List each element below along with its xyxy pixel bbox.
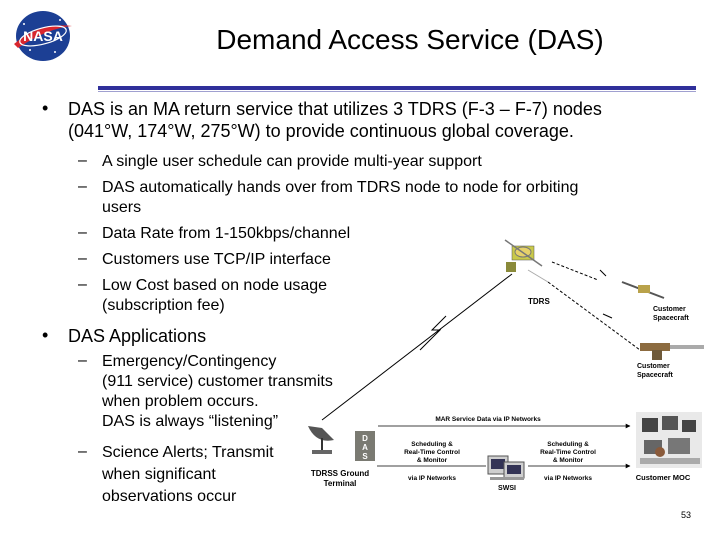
sub-item-data-rate: Data Rate from 1-150kbps/channel [102, 225, 351, 242]
signal-bolt-icon [419, 315, 447, 351]
bullet-marker: • [42, 325, 49, 345]
sub-dash: – [78, 224, 87, 241]
page-title: Demand Access Service (DAS) [216, 24, 604, 55]
via-ip-left: via IP Networks [408, 475, 456, 482]
sub-dash: – [78, 443, 87, 460]
sub-item-low-cost-2: (subscription fee) [102, 297, 225, 314]
customer-spacecraft-2-label-2: Spacecraft [637, 372, 673, 379]
customer-spacecraft-icon [640, 343, 704, 360]
swsi-label: SWSI [498, 485, 516, 492]
crosslink-line [547, 281, 641, 351]
das-letter: A [362, 443, 368, 452]
uplink-line [321, 273, 513, 421]
customer-spacecraft-1-label-1: Customer [653, 306, 686, 313]
sub-item-handover-1: DAS automatically hands over from TDRS n… [102, 179, 579, 196]
ground-terminal-label-2: Terminal [324, 479, 357, 488]
sub-dash: – [78, 152, 87, 169]
sched-left-1: Scheduling & [411, 441, 453, 448]
das-letter: D [362, 434, 368, 443]
customer-spacecraft-icon [621, 281, 665, 299]
customer-spacecraft-1-label-2: Spacecraft [653, 315, 689, 322]
sub-item-tcpip: Customers use TCP/IP interface [102, 251, 331, 268]
title-divider [98, 86, 696, 90]
das-letter: S [362, 452, 368, 461]
sched-right-2: Real-Time Control [540, 449, 596, 456]
logo-text: NASA [23, 28, 63, 44]
signal-bolt-icon [599, 269, 613, 319]
bullet-marker: • [42, 98, 49, 118]
bullet-1-line-1: DAS is an MA return service that utilize… [68, 99, 602, 119]
crosslink-line [551, 261, 599, 281]
tdrs-satellite-icon [504, 239, 549, 283]
ground-antenna-icon [308, 426, 334, 454]
sub-item-emergency-3: when problem occurs. [102, 393, 259, 410]
title-divider-shadow [98, 91, 696, 92]
sub-dash: – [78, 178, 87, 195]
sub-item-emergency-2: (911 service) customer transmits [102, 373, 333, 390]
via-ip-right: via IP Networks [544, 475, 592, 482]
sub-dash: – [78, 276, 87, 293]
nasa-logo: NASA [14, 11, 72, 61]
customer-moc-icon [636, 412, 702, 468]
sub-dash: – [78, 250, 87, 267]
sub-item-emergency-4: DAS is always “listening” [102, 413, 279, 430]
customer-moc-label: Customer MOC [636, 473, 691, 482]
sched-right-1: Scheduling & [547, 441, 589, 448]
swsi-workstation-icon [487, 455, 525, 480]
sub-dash: – [78, 352, 87, 369]
bullet-2-line-1: DAS Applications [68, 326, 207, 346]
sub-item-handover-2: users [102, 199, 142, 216]
page-number: 53 [681, 510, 692, 520]
sched-right-3: & Monitor [553, 457, 584, 464]
sub-item-science-2: when significant [102, 466, 216, 483]
customer-spacecraft-2-label-1: Customer [637, 363, 670, 370]
sched-left-2: Real-Time Control [404, 449, 460, 456]
tdrs-label: TDRS [528, 297, 550, 306]
sub-item-low-cost-1: Low Cost based on node usage [102, 277, 328, 294]
sub-item-emergency-1: Emergency/Contingency [102, 353, 277, 370]
sched-left-3: & Monitor [417, 457, 448, 464]
ground-terminal-label-1: TDRSS Ground [311, 469, 369, 478]
das-box [355, 431, 375, 461]
bullet-1-line-2: (041°W, 174°W, 275°W) to provide continu… [68, 121, 574, 141]
mar-service-label: MAR Service Data via IP Networks [435, 416, 541, 423]
sub-item-schedule: A single user schedule can provide multi… [102, 153, 482, 170]
sub-item-science-3: observations occur [102, 488, 237, 505]
sub-item-science-1: Science Alerts; Transmit [102, 444, 274, 461]
